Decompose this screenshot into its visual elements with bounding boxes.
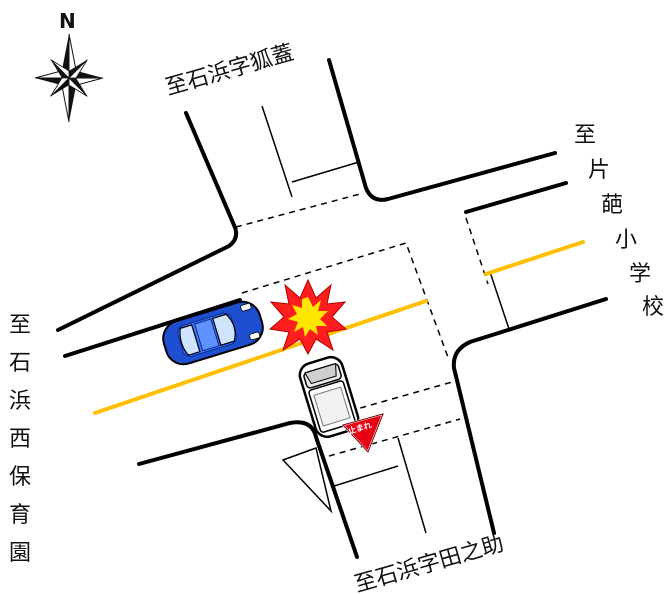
label-east-char: 片: [588, 158, 610, 183]
road-edges: [56, 58, 608, 559]
dash-south: [328, 418, 461, 457]
road-edge-sw: [137, 420, 359, 559]
label-east-road: 至 片 葩 小 学 校: [574, 123, 664, 320]
collision-icon: [268, 278, 348, 356]
path-south-b: [330, 465, 399, 488]
label-west-char: 育: [9, 503, 31, 528]
road-edge-e1: [464, 181, 568, 214]
label-west-char: 園: [9, 541, 31, 566]
path-north-a: [261, 105, 293, 198]
road-edge-ne: [327, 58, 557, 202]
label-west-char: 西: [9, 427, 31, 452]
label-west-char: 石: [9, 351, 31, 376]
path-south-a: [330, 477, 358, 558]
dash-north: [235, 193, 361, 228]
label-east-char: 葩: [601, 193, 623, 218]
label-north-road: 至石浜字狐蓋: [163, 40, 297, 100]
path-south-c: [397, 437, 427, 534]
intersection-dashes: [235, 193, 489, 457]
white-car-icon: [298, 355, 360, 439]
dash-west: [241, 242, 450, 361]
stop-sign-icon: [341, 412, 385, 454]
north-label: N: [59, 9, 76, 33]
road-edge-w2: [63, 298, 242, 358]
road-edge-nw: [56, 111, 239, 332]
blue-car-icon: [162, 300, 264, 366]
center-lines: [93, 240, 585, 415]
label-east-char: 至: [574, 123, 596, 148]
label-west-char: 至: [9, 313, 31, 338]
label-west-road: 至 石 浜 西 保 育 園: [9, 313, 31, 566]
label-west-char: 保: [9, 465, 31, 490]
side-paths: [261, 105, 510, 558]
label-east-char: 校: [642, 295, 664, 320]
path-east-a: [489, 271, 510, 330]
compass-rose-icon: [34, 33, 104, 123]
label-south-road: 至石浜字田之助: [352, 531, 507, 594]
path-south-wedge: [281, 447, 333, 514]
road-edge-se: [451, 297, 608, 535]
center-line-west: [93, 299, 428, 415]
center-line-east: [484, 240, 585, 276]
label-east-char: 学: [629, 262, 651, 287]
label-west-char: 浜: [9, 389, 31, 414]
path-north-b: [291, 161, 360, 183]
label-east-char: 小: [615, 228, 637, 253]
